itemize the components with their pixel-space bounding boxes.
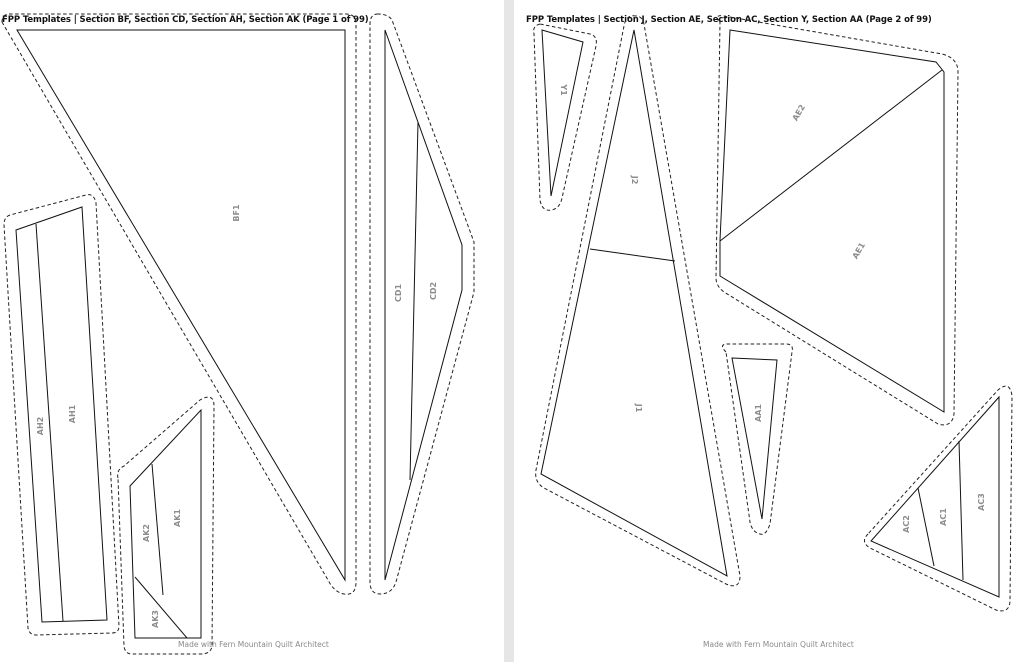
page-title: FPP Templates | Section BF, Section CD, … <box>2 15 369 25</box>
piece-label-aa1: AA1 <box>754 404 763 422</box>
template-page-2: FPP Templates | Section J, Section AE, S… <box>514 0 1024 662</box>
template-drawing: Y1 J2 J1 AE2 AE1 AA1 <box>533 15 1013 612</box>
piece-label-ah2: AH2 <box>36 417 45 435</box>
piece-label-bf1: BF1 <box>232 204 241 222</box>
template-page-1: FPP Templates | Section BF, Section CD, … <box>0 0 504 662</box>
section-j: J2 J1 <box>535 15 741 587</box>
section-cd: CD1 CD2 <box>369 13 475 595</box>
template-drawing: BF1 CD1 CD2 AH2 AH1 AK2 AK1 AK3 <box>1 13 475 655</box>
piece-label-cd1: CD1 <box>394 284 403 303</box>
piece-label-ah1: AH1 <box>68 404 77 423</box>
piece-label-ac3: AC3 <box>977 493 986 511</box>
section-ac: AC2 AC1 AC3 <box>864 385 1013 612</box>
piece-label-ak1: AK1 <box>173 509 182 527</box>
page-footer: Made with Fern Mountain Quilt Architect <box>178 640 329 649</box>
section-bf: BF1 <box>1 13 357 595</box>
section-ak: AK2 AK1 AK3 <box>117 396 215 655</box>
piece-label-j1: J1 <box>634 403 643 413</box>
piece-label-j2: J2 <box>630 175 639 185</box>
piece-label-y1: Y1 <box>559 83 568 96</box>
section-y: Y1 <box>533 23 597 211</box>
section-ae: AE2 AE1 <box>715 15 959 426</box>
page-footer: Made with Fern Mountain Quilt Architect <box>703 640 854 649</box>
section-aa: AA1 <box>722 343 793 535</box>
piece-label-ak2: AK2 <box>142 524 151 542</box>
piece-label-ac1: AC1 <box>939 508 948 526</box>
piece-label-ak3: AK3 <box>151 610 160 628</box>
page-title: FPP Templates | Section J, Section AE, S… <box>526 15 932 25</box>
piece-label-cd2: CD2 <box>429 282 438 300</box>
piece-label-ac2: AC2 <box>902 515 911 533</box>
section-ah: AH2 AH1 <box>3 194 120 636</box>
